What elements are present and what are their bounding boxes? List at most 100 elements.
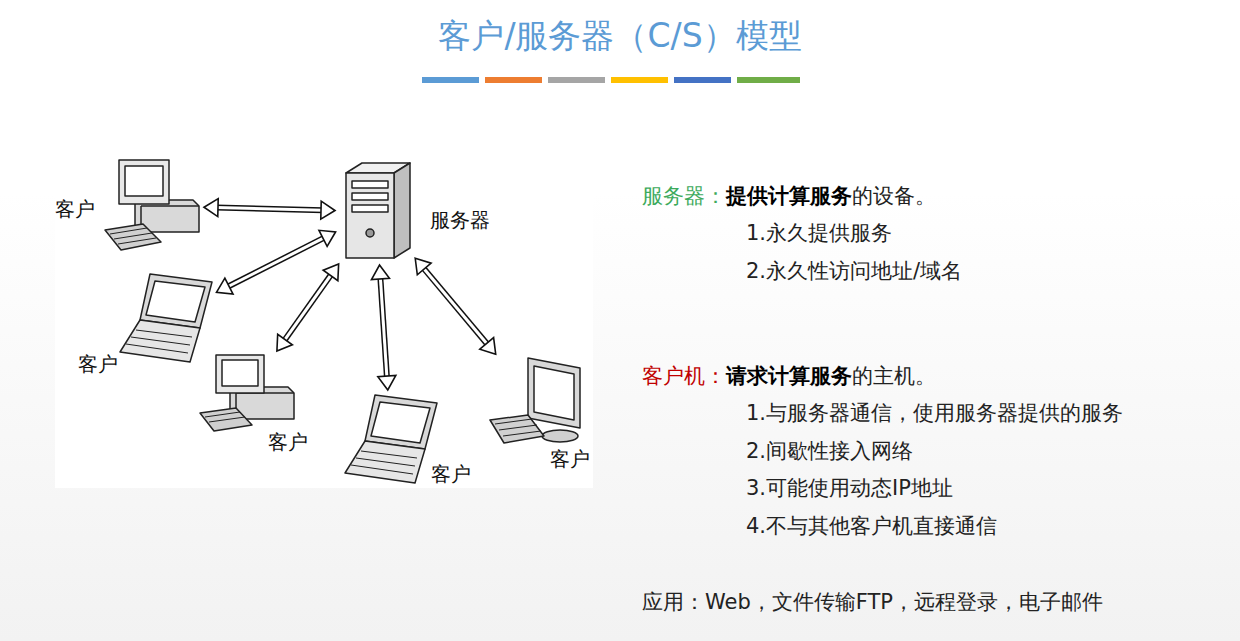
client-node: 客户 [345,395,437,483]
screen [125,166,163,196]
arrow-shaft-outline [423,267,488,345]
color-bar [674,77,731,83]
monitor-screen [534,366,574,420]
arrow-head [204,199,218,217]
text-line: 3.可能使用动态IP地址 [746,474,953,502]
body-text: 的主机。 [852,364,936,388]
key-phrase: 请求计算服务 [726,364,852,388]
color-bar [548,77,605,83]
laptop-base [345,441,425,483]
laptop-lid [365,395,437,449]
laptop-icon [345,395,437,483]
node-label: 客户 [550,447,590,471]
desktop-icon [105,160,199,250]
body-text: 的设备。 [852,184,936,208]
monitor [119,160,169,204]
key-row [495,419,532,424]
drive-bay [352,181,388,188]
key-row [205,412,240,417]
key-row [110,228,147,234]
body-text: 2.间歇性接入网络 [746,439,913,463]
double-arrow [204,199,335,220]
arrow-shaft [380,277,387,378]
laptop-lid [140,274,212,328]
node-label: 客户 [55,197,95,221]
color-bar [611,77,668,83]
arrow-head [216,278,233,294]
body-text: 2.永久性访问地址/域名 [746,259,962,283]
monitor-frame [528,358,580,428]
key-row [351,465,413,474]
key-row [503,431,541,436]
arrow-shaft [216,208,323,211]
arrow-head [378,375,396,390]
arrow-head [323,264,338,281]
arrow-shaft-outline [216,208,323,211]
server-side [394,163,410,258]
key-row [131,337,190,345]
color-bar [422,77,479,83]
color-bar [485,77,542,83]
arrow-head [319,230,336,246]
arrow-shaft-outline [227,237,325,287]
body-text: 1.永久提供服务 [746,221,892,245]
body-text: 4.不与其他客户机直接通信 [746,514,997,538]
desktop-icon [200,355,294,431]
text-line: 4.不与其他客户机直接通信 [746,512,997,540]
key-row [356,458,415,466]
monitor-icon [490,358,580,443]
text-line: 2.间歇性接入网络 [746,437,913,465]
text-line: 客户机：请求计算服务的主机。 [642,362,936,390]
double-arrow [216,230,335,294]
arrow-head [415,258,431,275]
text-line: 1.与服务器通信，使用服务器提供的服务 [746,399,1123,427]
body-text: 3.可能使用动态IP地址 [746,476,953,500]
double-arrow [415,258,495,354]
text-line: 服务器：提供计算服务的设备。 [642,182,936,210]
client-node: 客户 [105,160,199,252]
body-text: 1.与服务器通信，使用服务器提供的服务 [746,401,1123,425]
laptop-screen [371,402,430,443]
arrow-shaft [227,237,325,287]
key-row [209,417,245,422]
text-line: 1.永久提供服务 [746,219,892,247]
arrow-head [371,265,389,280]
node-label: 服务器 [430,208,490,232]
arrow-shaft-outline [284,274,332,341]
client-node: 客户 [200,355,294,431]
double-arrow [277,264,339,351]
color-bar [737,77,800,83]
server-icon [346,163,410,258]
laptop-screen [146,281,205,322]
term-heading: 服务器： [642,184,726,208]
drive-bay [352,205,388,212]
double-arrow [371,265,395,390]
server-front [346,173,394,258]
arrow-head [321,201,335,219]
screen [222,360,258,386]
client-node: 客户 [490,358,580,444]
keyboard [490,415,544,443]
node-label: 客户 [78,352,118,376]
term-heading: 客户机： [642,364,726,388]
arrow-head [480,338,496,355]
monitor-stand [542,430,578,442]
keyboard [105,224,161,250]
key-row [499,425,537,430]
monitor [216,355,264,393]
arrow-head [277,334,292,351]
key-row [136,330,192,337]
arrow-shaft [284,274,332,341]
power-button [366,229,374,237]
title: 客户/服务器（C/S）模型 [0,14,1240,59]
keyboard [200,408,252,431]
server-node: 服务器 [340,163,412,260]
laptop-base [120,320,200,362]
drive-bay [352,193,388,200]
body-text: 应用：Web，文件传输FTP，远程登录，电子邮件 [642,590,1103,614]
text-line: 应用：Web，文件传输FTP，远程登录，电子邮件 [642,588,1103,616]
key-row [361,451,417,458]
key-phrase: 提供计算服务 [726,184,852,208]
title-underline [422,77,800,83]
